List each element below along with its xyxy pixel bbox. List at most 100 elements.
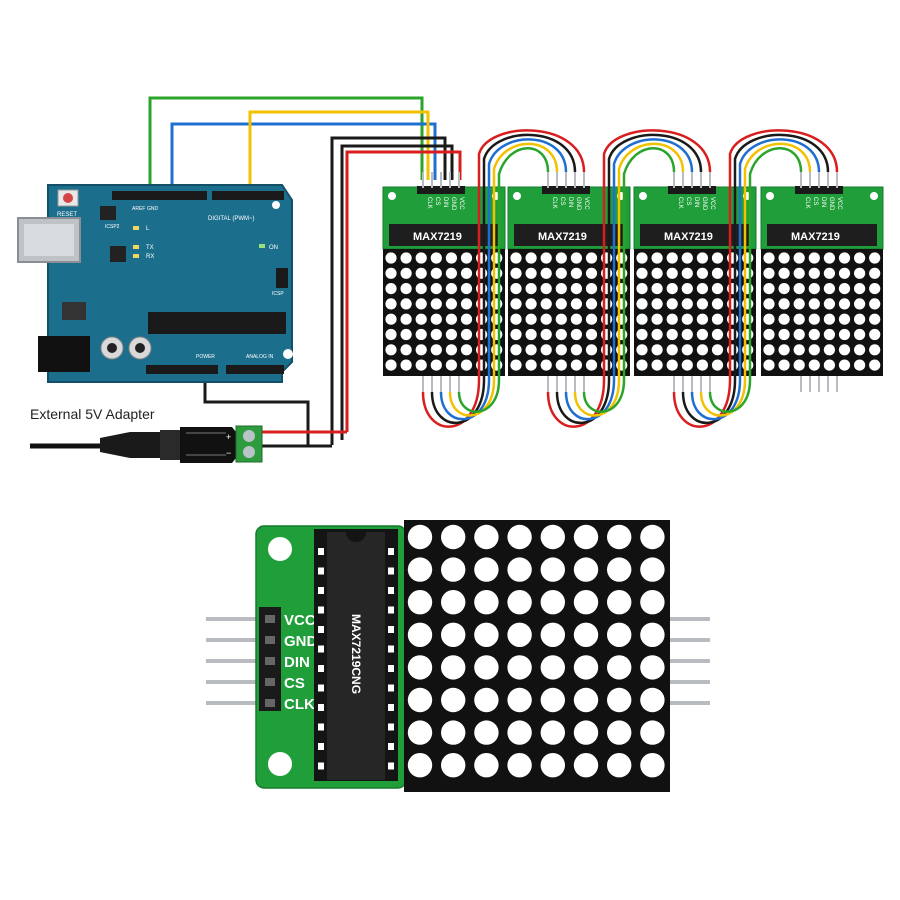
loop-wire (448, 379, 496, 417)
module-pin-label: GND (450, 197, 456, 211)
closeup-led-dot (640, 590, 665, 615)
aref-label: AREF (132, 206, 145, 212)
led-dot (711, 344, 724, 356)
led-dot (510, 252, 522, 264)
closeup-led-dot (540, 622, 565, 647)
closeup-led-dot (607, 720, 632, 745)
led-dot (415, 328, 427, 341)
led-dot (400, 328, 412, 341)
module-pin-label: CLK (426, 197, 432, 209)
socket-pin (318, 743, 324, 750)
led-dot (460, 267, 473, 279)
led-dot (823, 344, 836, 356)
led-dot (727, 252, 739, 264)
led-dot (793, 313, 805, 325)
wire-black-gnd (330, 136, 447, 445)
led-dot (808, 267, 820, 279)
led-dot (510, 298, 522, 310)
module-pin-label: DIN (567, 197, 573, 207)
led-dot (415, 283, 427, 295)
led-dot (476, 344, 488, 356)
gnd-pin-label: GND (147, 206, 159, 212)
led-dot (854, 328, 866, 341)
loop-wire (555, 379, 611, 425)
led-dot (525, 283, 537, 295)
socket-pin (318, 704, 324, 711)
led-dot (460, 313, 473, 325)
loop-wire (497, 147, 550, 380)
led-dot (555, 283, 567, 295)
led-dot (838, 359, 851, 371)
led-dot (727, 359, 739, 371)
led-dot (540, 344, 552, 356)
led-dot (430, 298, 442, 310)
closeup-led-dot (607, 557, 632, 582)
led-dot (711, 359, 724, 371)
mount-hole (870, 192, 878, 200)
led-dot (510, 283, 522, 295)
led-dot (415, 252, 427, 264)
led-dot (854, 298, 866, 310)
tx-led-label: TX (146, 245, 154, 251)
wire-red-vcc (345, 150, 462, 432)
on-led-label: ON (269, 245, 278, 251)
closeup-led-dot (573, 524, 599, 550)
closeup-led-dot (441, 524, 466, 550)
closeup-led-dot (441, 590, 466, 615)
module-chip (514, 224, 624, 246)
led-dot (445, 313, 457, 325)
led-dot (681, 283, 693, 295)
led-dot (711, 283, 724, 295)
led-dot (711, 267, 724, 279)
led-dot (400, 298, 412, 310)
socket-pin (388, 743, 394, 750)
l-led-label: L (146, 226, 150, 232)
closeup-chip-label: MAX7219CNG (349, 614, 363, 694)
socket-pin (388, 684, 394, 692)
loop-wire (733, 133, 830, 380)
led-dot (727, 283, 739, 295)
loop-wire (743, 142, 812, 380)
led-dot (666, 328, 678, 341)
analog-header (226, 365, 284, 374)
led-dot (711, 313, 724, 325)
led-dot (808, 252, 820, 264)
led-dot (854, 344, 866, 356)
led-dot (476, 267, 488, 279)
power-label: POWER (196, 354, 215, 360)
closeup-led-dot (640, 524, 665, 550)
led-dot (854, 252, 866, 264)
led-dot (445, 252, 457, 264)
icsp-label: ICSP (272, 291, 284, 297)
led-dot (476, 359, 488, 371)
loop-wire (439, 379, 491, 421)
module-pin-label: GND (575, 197, 581, 211)
closeup-led-dot (573, 622, 599, 647)
led-dot (869, 298, 881, 310)
led-dot (385, 328, 397, 341)
led-dot (763, 328, 775, 341)
module-header (542, 186, 590, 194)
led-dot (869, 313, 881, 325)
socket-pin (388, 704, 394, 711)
led-dot (445, 328, 457, 341)
led-dot (681, 252, 693, 264)
closeup-led-dot (607, 655, 632, 680)
led-dot (585, 267, 598, 279)
led-dot (445, 344, 457, 356)
mount-hole (639, 192, 647, 200)
led-dot (460, 344, 473, 356)
led-dot (823, 298, 836, 310)
led-dot (430, 267, 442, 279)
led-dot (651, 267, 663, 279)
led-dot (666, 252, 678, 264)
loop-wire (457, 379, 501, 413)
led-dot (510, 328, 522, 341)
led-dot (636, 252, 648, 264)
socket-pin (318, 645, 324, 653)
loop-wire (492, 142, 559, 380)
led-dot (727, 328, 739, 341)
closeup-led-dot (640, 720, 665, 745)
led-dot (793, 344, 805, 356)
